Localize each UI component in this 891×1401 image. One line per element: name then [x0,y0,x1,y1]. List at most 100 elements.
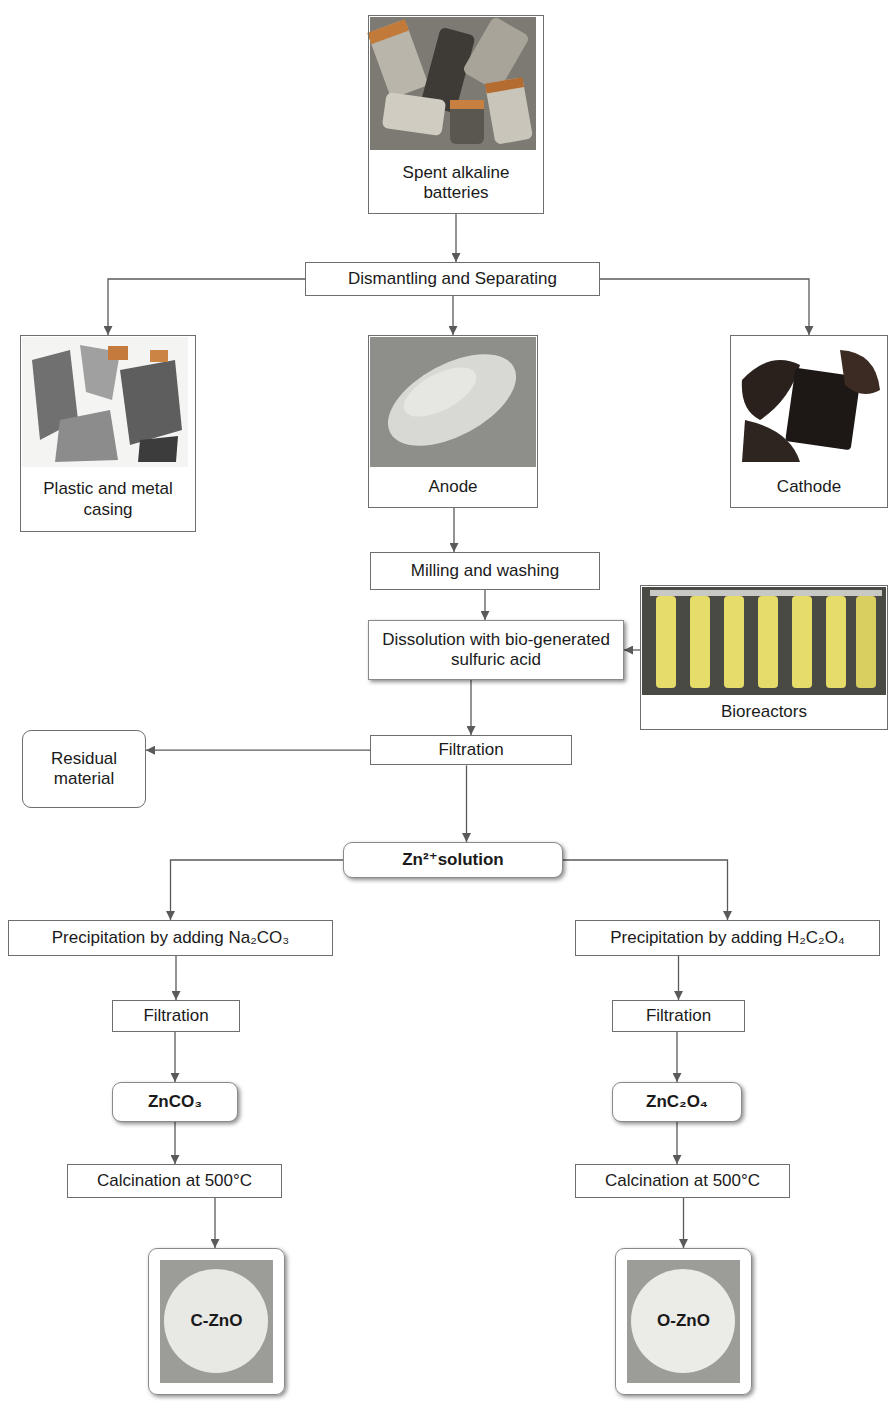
batteries-photo [367,16,536,150]
flow-arrow [455,214,456,262]
node-label: Filtration [430,736,511,764]
anode-photo [370,335,536,467]
illustration-shape [108,346,128,360]
product-box: ZnC₂O₄ [612,1082,742,1122]
illustration-shape [160,1260,273,1383]
illustration-shape [758,596,778,688]
photo-box: Bioreactors [640,585,888,730]
illustration-shape [150,350,168,362]
illustration-shape [373,335,530,464]
flow-arrow [676,1032,677,1082]
illustration-shape [367,19,429,98]
flow-arrow [146,750,370,751]
illustration-shape [485,77,533,145]
illustration-shape [840,350,880,394]
illustration-shape [826,596,846,688]
process-box: Precipitation by adding H₂C₂O₄ [575,920,880,956]
node-label: Cathode [769,473,849,501]
photo-box: Anode [368,335,538,508]
node-label: Filtration [135,1002,216,1030]
illustration-shape [650,590,882,596]
illustration-shape [656,596,676,688]
illustration-shape [485,77,524,93]
process-box: Filtration [612,1000,745,1032]
node-label: Bioreactors [713,698,815,726]
illustration-shape [120,360,182,445]
node-label: Dismantling and Separating [340,265,565,293]
illustration-shape [642,587,886,695]
illustration-shape [22,337,188,467]
illustration-shape [396,357,484,426]
illustration-shape [856,596,876,688]
illustration-shape [367,19,409,44]
flow-arrow [171,860,344,920]
flow-arrow [175,956,176,1000]
flow-arrow [174,1122,175,1164]
casing-photo [22,337,188,467]
photo-box: Cathode [730,335,888,508]
illustration-shape [631,1269,735,1373]
illustration-shape [732,337,886,467]
illustration-shape [724,596,744,688]
node-label: Calcination at 500°C [89,1167,260,1195]
flow-arrow [174,1032,175,1082]
product-photo-box: C-ZnO [148,1248,285,1395]
photo-box: Plastic and metal casing [20,335,196,532]
process-box: Dismantling and Separating [305,262,600,296]
node-label: Dissolution with bio-generated sulfuric … [369,626,623,675]
node-label: Precipitation by adding Na₂CO₃ [44,924,297,952]
flow-arrow [452,296,453,335]
flow-arrow [453,508,454,552]
node-label: Milling and washing [403,557,567,585]
zno-photo [160,1260,740,1383]
illustration-shape [382,92,446,136]
process-box: Dissolution with bio-generated sulfuric … [368,620,624,680]
bioreactor-photo [642,587,886,695]
illustration-shape [370,337,536,467]
flow-arrow [600,279,809,335]
flow-arrow [470,680,471,735]
illustration-shape [164,1269,268,1373]
node-label: Precipitation by adding H₂C₂O₄ [602,924,853,952]
illustration-shape [792,596,812,688]
process-box: Calcination at 500°C [575,1164,790,1198]
node-label: Residual material [23,745,145,794]
node-label: Filtration [638,1002,719,1030]
flow-arrow [563,860,728,920]
illustration-shape [450,100,484,109]
flow-arrow [466,765,467,842]
product-photo-box: O-ZnO [615,1248,752,1395]
flow-arrow [676,1122,677,1164]
photo-box: Spent alkaline batteries [368,15,544,214]
illustration-shape [55,410,118,462]
flow-arrow [108,279,305,335]
output-box: Residual material [22,730,146,808]
flow-arrow [214,1198,215,1248]
illustration-shape [742,420,800,462]
node-label: Spent alkaline batteries [369,159,543,208]
process-box: Filtration [112,1000,240,1032]
flow-arrow [484,590,485,620]
illustration-shape [138,436,178,462]
illustration-shape [690,596,710,688]
illustration-shape [450,100,484,144]
process-box: Milling and washing [370,552,600,590]
node-label: Calcination at 500°C [597,1167,768,1195]
node-label: Anode [420,473,485,501]
flow-arrow [624,649,640,650]
node-label: Plastic and metal casing [21,475,195,524]
cathode-photo [732,337,886,467]
illustration-shape [627,1260,740,1383]
process-box: Precipitation by adding Na₂CO₃ [8,920,333,956]
process-box: Calcination at 500°C [67,1164,282,1198]
flow-arrow [683,1198,684,1248]
solution-box: Zn²⁺solution [343,842,563,878]
node-label: Zn²⁺solution [394,846,512,874]
flow-arrow [678,956,679,1000]
product-box: ZnCO₃ [112,1082,238,1122]
node-label: O-ZnO [649,1307,718,1335]
node-label: C-ZnO [183,1307,251,1335]
process-box: Filtration [370,735,572,765]
node-label: ZnC₂O₄ [638,1088,716,1116]
